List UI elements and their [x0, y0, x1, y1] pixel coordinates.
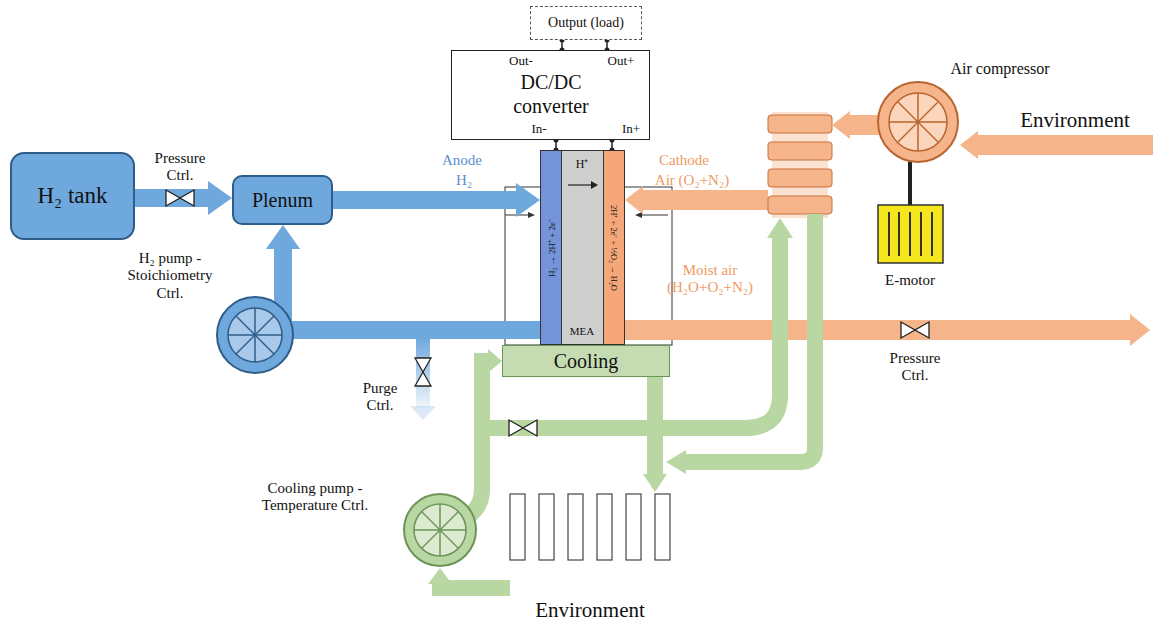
- node-text: MEA: [570, 325, 594, 338]
- flow-label: Cathode: [644, 152, 724, 169]
- cooling-box: Cooling: [502, 345, 670, 377]
- node-text: H₂ → 2H⁺ + 2e⁻: [545, 218, 558, 276]
- flow-label: Anode: [427, 152, 497, 169]
- flow-label: Moist air (H₂O+O₂+N₂): [660, 262, 760, 297]
- node-text: In+: [622, 121, 640, 137]
- component-label: E-motor: [870, 272, 950, 289]
- radiator: [510, 494, 670, 560]
- flow-band: [135, 181, 232, 215]
- converter-box: Out- Out+DC/DC converterIn- In+: [451, 50, 650, 140]
- air-compressor: [878, 82, 958, 162]
- anode-layer: H₂ → 2H⁺ + 2e⁻: [540, 150, 562, 345]
- control-label: Pressure Ctrl.: [875, 350, 955, 385]
- proton-arrow: [562, 175, 603, 195]
- coolant-flow: [440, 214, 815, 588]
- node-text: Output (load): [548, 15, 624, 31]
- flow-band: [266, 225, 540, 330]
- environment-label: Environment: [1010, 108, 1140, 132]
- flow-band: [333, 183, 540, 217]
- load-box: Output (load): [530, 6, 642, 40]
- electric-motor: [878, 205, 943, 263]
- cathode-layer: 2H⁺ + 2e⁻ + ½O₂ → H₂O: [603, 150, 625, 345]
- node-text: H₂ tank: [38, 183, 108, 209]
- node-text: In-: [531, 121, 546, 137]
- hydrogen-pump: [217, 297, 293, 373]
- cooling-pump: [404, 494, 476, 566]
- node-text: Plenum: [252, 189, 313, 212]
- flow-label: H₂: [444, 172, 484, 189]
- plenum-box: Plenum: [232, 175, 333, 225]
- control-label: Purge Ctrl.: [350, 380, 410, 415]
- control-label: Pressure Ctrl.: [140, 150, 220, 185]
- component-label: Air compressor: [935, 60, 1065, 78]
- node-text: DC/DC converter: [486, 70, 616, 118]
- flow-label: Air (O₂+N₂): [637, 172, 747, 189]
- node-text: Out-: [509, 53, 533, 69]
- purge-flow: [416, 338, 430, 408]
- tank-box: H₂ tank: [10, 152, 135, 240]
- node-text: Cooling: [554, 350, 618, 373]
- node-text: Out+: [608, 53, 635, 69]
- humidifier: [768, 112, 832, 218]
- air-flow: [625, 125, 1153, 330]
- membrane-layer: H⁺ MEA: [562, 150, 603, 345]
- node-text: 2H⁺ + 2e⁻ + ½O₂ → H₂O: [609, 205, 620, 291]
- control-label: Cooling pump - Temperature Ctrl.: [260, 480, 370, 515]
- node-text: H⁺: [576, 157, 589, 171]
- environment-label: Environment: [520, 598, 660, 622]
- control-label: H₂ pump - Stoichiometry Ctrl.: [115, 250, 225, 302]
